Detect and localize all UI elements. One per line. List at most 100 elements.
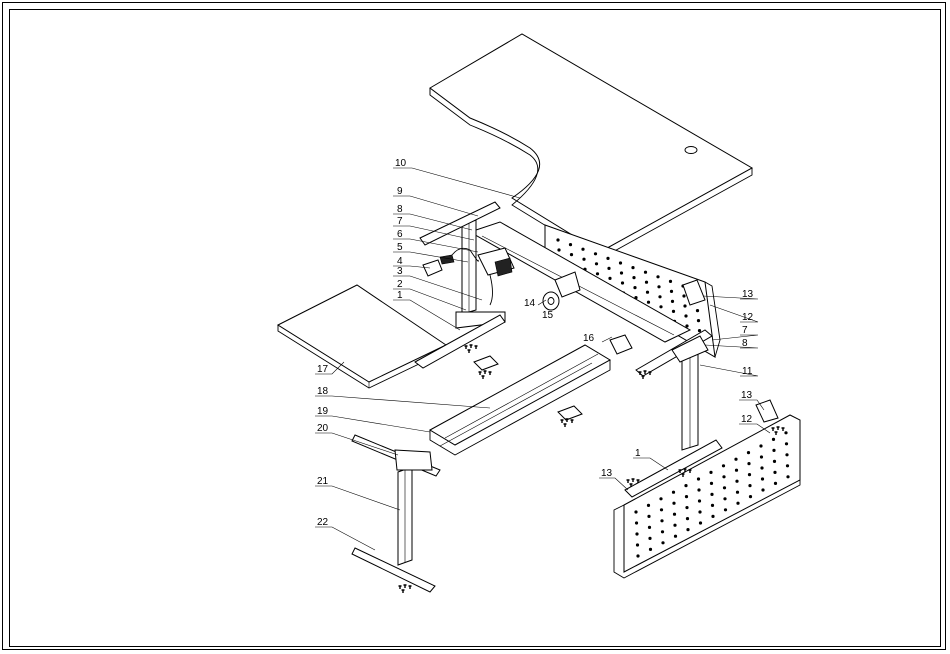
panel-hole bbox=[682, 294, 685, 297]
panel-hole bbox=[699, 521, 702, 524]
label-part-13-right: 13 bbox=[741, 390, 753, 401]
panel-hole bbox=[747, 462, 750, 465]
panel-hole bbox=[698, 499, 701, 502]
panel-hole bbox=[709, 471, 712, 474]
panel-hole bbox=[557, 248, 560, 251]
panel-hole bbox=[632, 276, 635, 279]
label-part-6: 6 bbox=[397, 229, 403, 240]
screw bbox=[489, 372, 492, 375]
screw bbox=[564, 424, 567, 427]
screw bbox=[465, 346, 468, 349]
panel-hole bbox=[697, 319, 700, 322]
panel-hole bbox=[710, 482, 713, 485]
panel-hole bbox=[698, 329, 701, 332]
screw bbox=[561, 420, 564, 423]
label-part-7-right: 7 bbox=[742, 325, 748, 336]
panel-hole bbox=[711, 515, 714, 518]
panel-hole bbox=[661, 541, 664, 544]
panel-hole bbox=[621, 281, 624, 284]
screw bbox=[632, 479, 635, 482]
screw bbox=[484, 371, 487, 374]
panel-hole bbox=[661, 530, 664, 533]
panel-hole bbox=[772, 438, 775, 441]
panel-hole bbox=[647, 504, 650, 507]
power-cable bbox=[490, 275, 493, 305]
panel-hole bbox=[657, 285, 660, 288]
screw bbox=[482, 376, 485, 379]
panel-hole bbox=[608, 277, 611, 280]
mounting-plate-center bbox=[558, 406, 582, 420]
label-part-16: 16 bbox=[583, 333, 595, 344]
panel-hole bbox=[722, 464, 725, 467]
panel-hole bbox=[773, 460, 776, 463]
panel-hole bbox=[686, 528, 689, 531]
screw bbox=[409, 586, 412, 589]
panel-hole bbox=[635, 532, 638, 535]
label-part-18: 18 bbox=[317, 386, 329, 397]
screw bbox=[571, 420, 574, 423]
panel-hole bbox=[646, 291, 649, 294]
panel-hole bbox=[631, 266, 634, 269]
panel-hole bbox=[761, 488, 764, 491]
panel-hole bbox=[711, 504, 714, 507]
screw bbox=[404, 585, 407, 588]
label-part-21: 21 bbox=[317, 476, 329, 487]
panel-hole bbox=[698, 510, 701, 513]
panel-hole bbox=[685, 506, 688, 509]
panel-hole bbox=[635, 521, 638, 524]
left-front-leg bbox=[352, 435, 440, 592]
panel-hole bbox=[556, 238, 559, 241]
panel-hole bbox=[659, 497, 662, 500]
panel-hole bbox=[785, 442, 788, 445]
panel-hole bbox=[723, 497, 726, 500]
screw bbox=[470, 345, 473, 348]
label-part-8-right: 8 bbox=[742, 338, 748, 349]
label-part-20: 20 bbox=[317, 423, 329, 434]
panel-hole bbox=[633, 286, 636, 289]
label-part-8: 8 bbox=[397, 204, 403, 215]
panel-hole bbox=[736, 491, 739, 494]
screw bbox=[649, 372, 652, 375]
label-part-12-front: 12 bbox=[741, 414, 753, 425]
panel-hole bbox=[760, 455, 763, 458]
cable-spool bbox=[543, 292, 559, 310]
label-part-2: 2 bbox=[397, 279, 403, 290]
panel-hole bbox=[683, 304, 686, 307]
screw bbox=[468, 350, 471, 353]
label-part-9: 9 bbox=[397, 186, 403, 197]
label-part-7: 7 bbox=[397, 216, 403, 227]
main-tabletop bbox=[430, 34, 752, 259]
panel-hole bbox=[647, 515, 650, 518]
panel-hole bbox=[636, 543, 639, 546]
label-part-19: 19 bbox=[317, 406, 329, 417]
screw bbox=[642, 376, 645, 379]
label-part-13-front: 13 bbox=[601, 468, 613, 479]
panel-hole bbox=[673, 524, 676, 527]
mounting-plate-left bbox=[474, 356, 498, 370]
panel-hole bbox=[634, 510, 637, 513]
screw bbox=[475, 346, 478, 349]
panel-hole bbox=[710, 493, 713, 496]
panel-hole bbox=[660, 508, 663, 511]
panel-hole bbox=[669, 280, 672, 283]
label-part-17: 17 bbox=[317, 364, 329, 375]
panel-hole bbox=[595, 262, 598, 265]
label-part-5: 5 bbox=[397, 242, 403, 253]
panel-hole bbox=[697, 477, 700, 480]
label-part-11: 11 bbox=[742, 366, 753, 377]
panel-hole bbox=[672, 310, 675, 313]
panel-hole bbox=[658, 295, 661, 298]
panel-hole bbox=[648, 526, 651, 529]
panel-hole bbox=[723, 486, 726, 489]
panel-hole bbox=[748, 484, 751, 487]
front-modesty-panel bbox=[614, 415, 800, 578]
screw bbox=[627, 480, 630, 483]
panel-hole bbox=[660, 519, 663, 522]
panel-hole bbox=[747, 451, 750, 454]
panel-hole bbox=[784, 431, 787, 434]
bracket-16 bbox=[610, 335, 632, 354]
screw bbox=[399, 586, 402, 589]
panel-hole bbox=[722, 475, 725, 478]
panel-hole bbox=[760, 466, 763, 469]
